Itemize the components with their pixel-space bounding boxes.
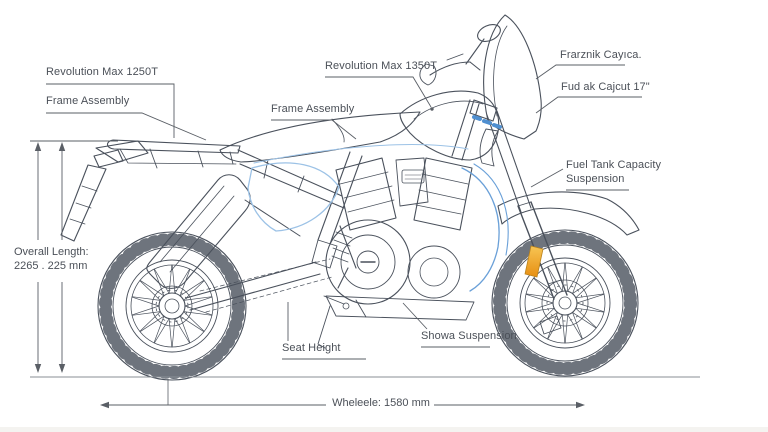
fuel-tank <box>399 90 500 161</box>
dimension-lines <box>30 140 700 409</box>
handlebar <box>419 53 481 86</box>
rear-spokes <box>131 264 213 348</box>
frame-rear <box>185 151 367 349</box>
luggage-rack <box>106 139 241 169</box>
mirror <box>465 24 501 65</box>
dimension-overall-length: Overall Length: 2265 . 225 mm <box>14 245 89 273</box>
exhaust-muffler <box>146 174 301 289</box>
seat <box>219 111 421 163</box>
label-fuel-tank-line2: Suspension <box>566 173 625 185</box>
front-fender <box>497 191 640 236</box>
leader-lines <box>46 64 642 360</box>
label-frame-left: Frame Assembly <box>46 95 130 107</box>
front-cowl <box>479 128 499 167</box>
engine <box>325 157 475 321</box>
front-wheel <box>491 229 639 377</box>
motorcycle-illustration <box>60 14 640 381</box>
rear-fender <box>60 140 149 242</box>
label-rear-suspension: Showa Suspension <box>421 330 517 342</box>
label-front-top-right: Frarznik Cayıca. <box>560 49 642 61</box>
label-engine-center: Revolution Max 1350T <box>325 60 438 72</box>
label-seat-height: Seat Height <box>282 342 341 354</box>
overall-length-value: 2265 . 225 mm <box>14 260 88 272</box>
label-frame-center: Frame Assembly <box>271 103 355 115</box>
overall-length-title: Overall Length: <box>14 246 89 258</box>
windscreen <box>483 14 542 140</box>
frame-highlight-blue <box>247 115 509 292</box>
label-fuel-tank-line1: Fuel Tank Capacity <box>566 159 662 171</box>
fork-reflector-orange <box>524 245 544 278</box>
dimension-wheelbase: Wheleele: 1580 mm <box>332 397 430 409</box>
rear-wheel <box>97 231 247 381</box>
subframe <box>237 149 345 209</box>
front-caliper <box>539 315 562 335</box>
label-front-wheel-right: Fud ak Cajcut 17" <box>561 81 650 93</box>
label-engine-left: Revolution Max 1250T <box>46 66 159 78</box>
page-bottom-edge <box>0 427 768 432</box>
label-fuel-tank: Fuel Tank Capacity Suspension <box>566 158 661 186</box>
